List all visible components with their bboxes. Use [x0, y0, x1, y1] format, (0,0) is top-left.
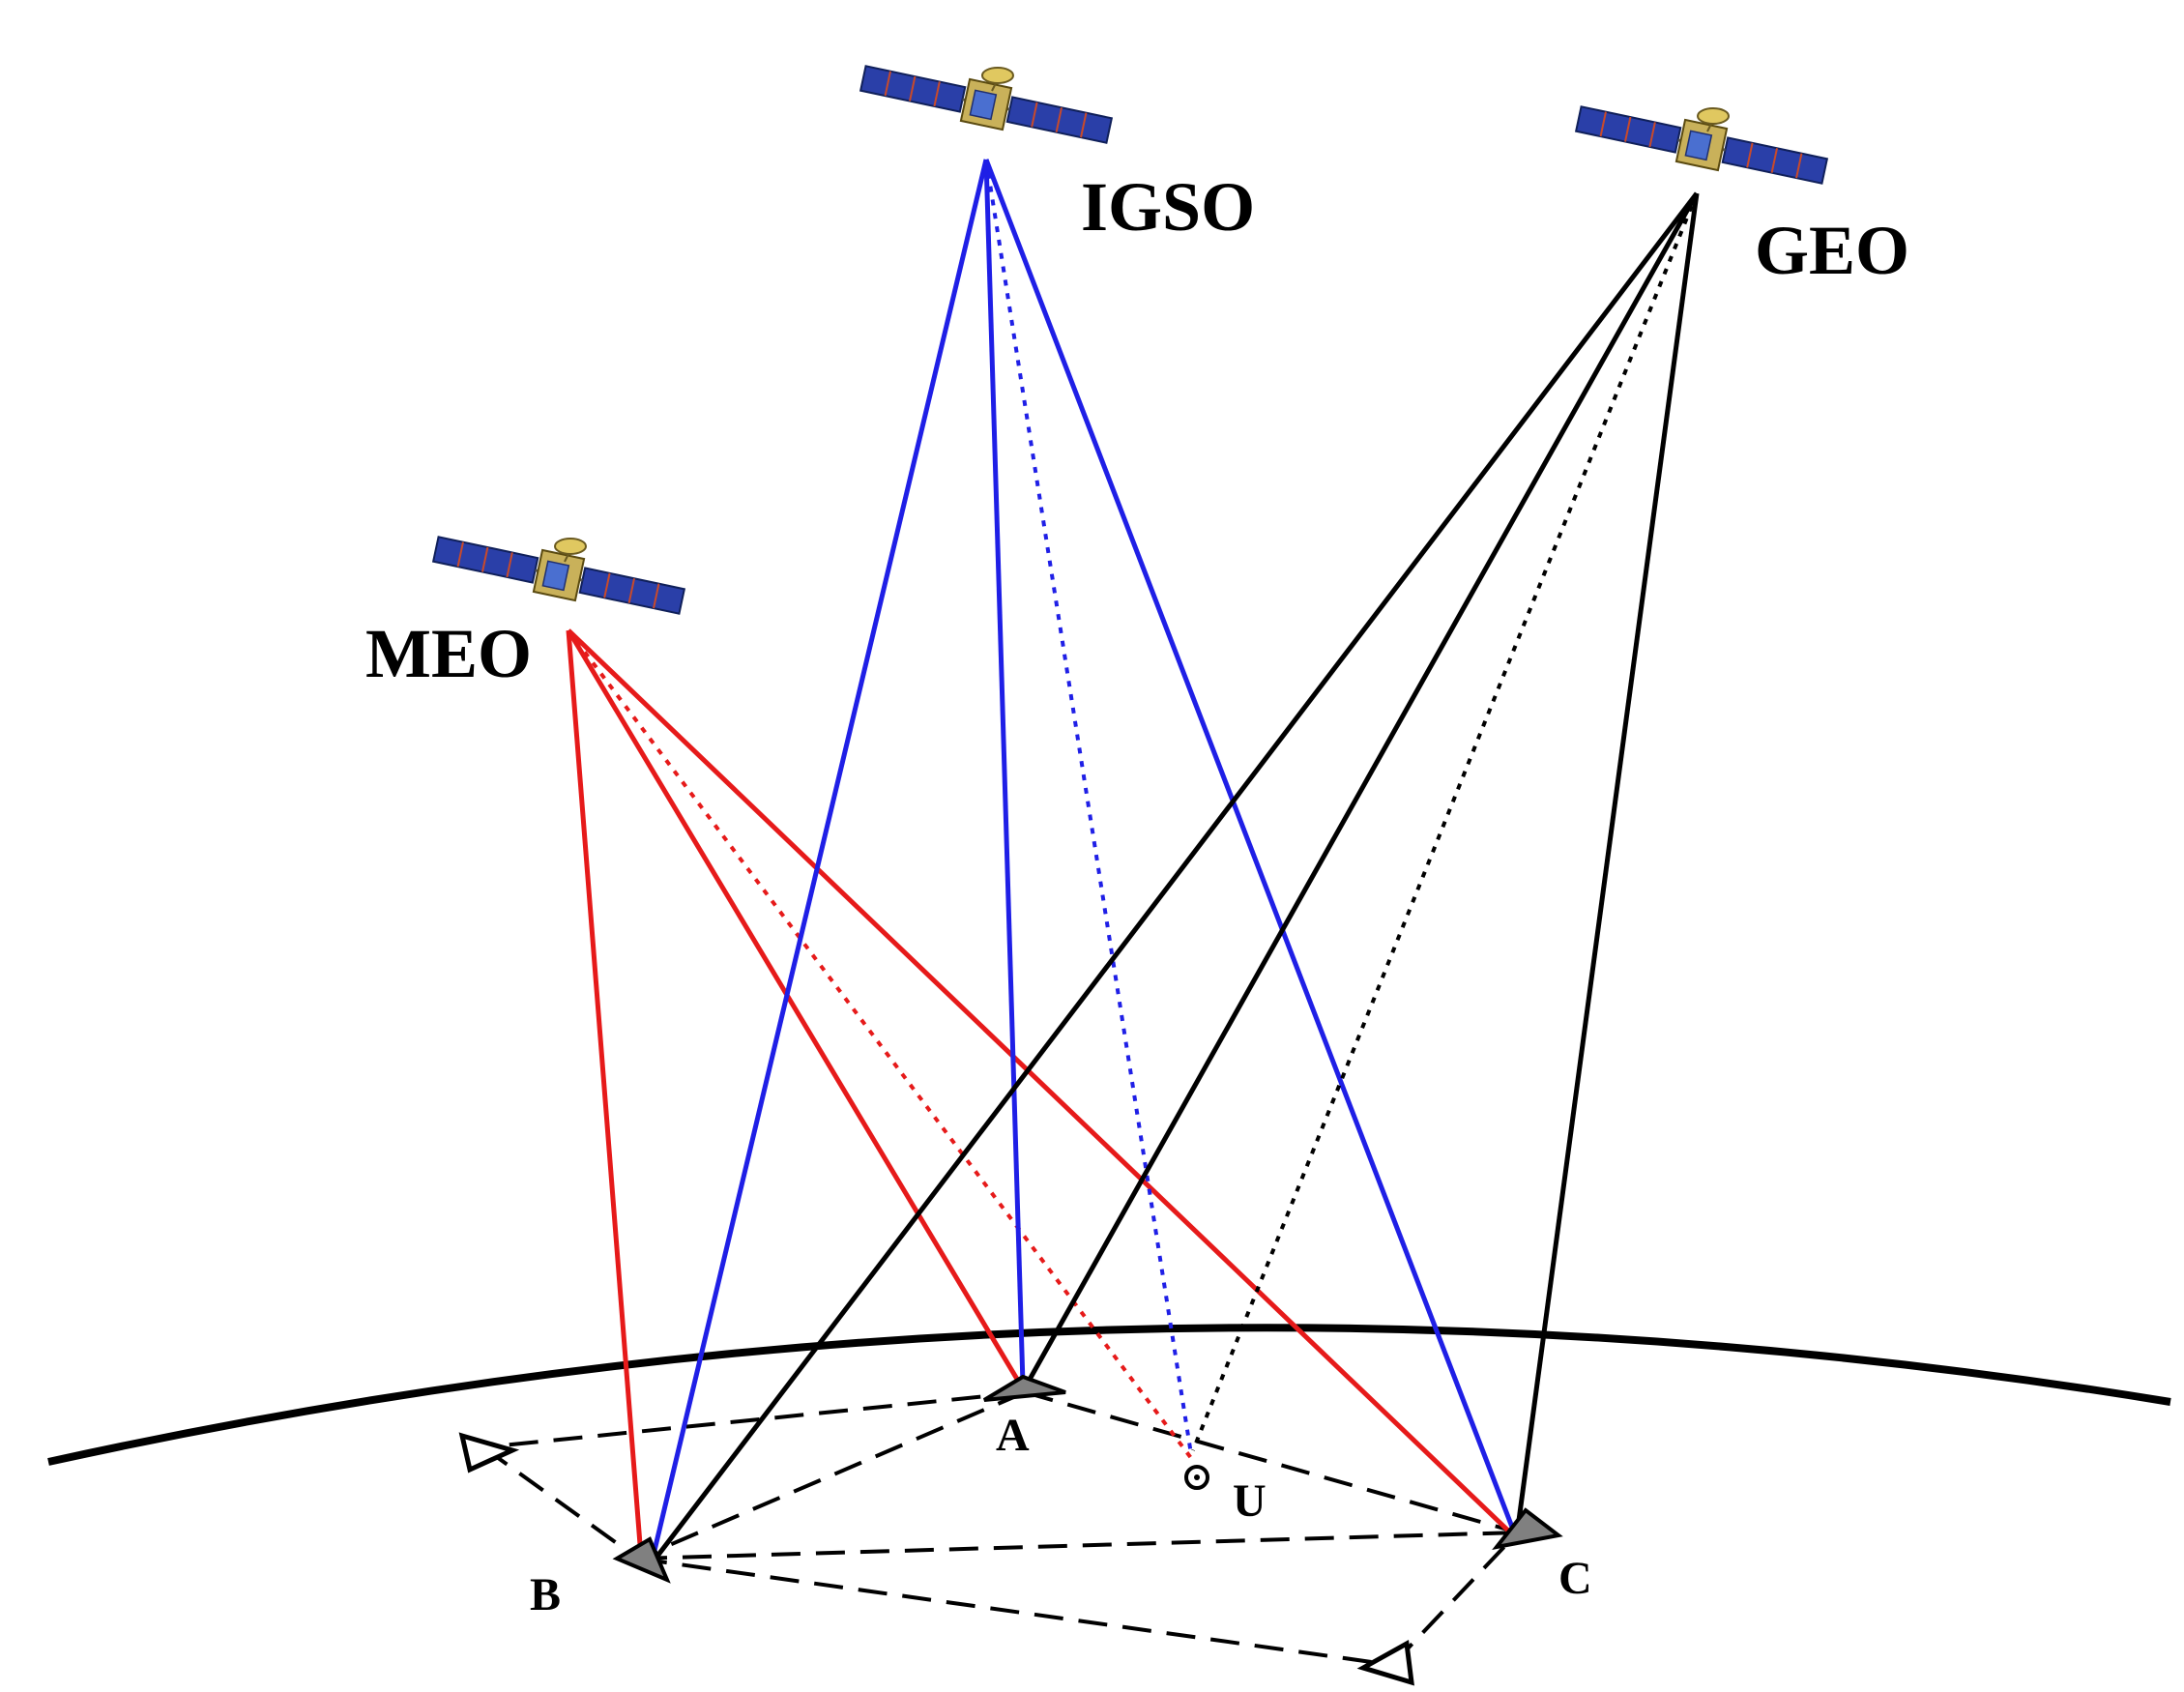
station-c-label: C [1558, 1553, 1592, 1604]
geo-to-a-line [1024, 191, 1700, 1386]
earth-horizon-curve [47, 1324, 2171, 1466]
geo-to-b-line [654, 191, 1699, 1561]
ground-station-icon [458, 1432, 520, 1473]
meo-satellite [431, 535, 686, 616]
igso-to-u-line [984, 159, 1193, 1455]
meo-to-b-line [566, 629, 644, 1558]
meo-to-c-line [567, 628, 1512, 1534]
geo-label: GEO [1755, 212, 1909, 289]
igso-to-b-line [650, 159, 989, 1560]
ground-station-icon [1356, 1640, 1414, 1686]
baseline-a-b [637, 1390, 1026, 1561]
auxiliary-station-bottom [1356, 1640, 1414, 1686]
baseline-bottom-c [1390, 1531, 1520, 1667]
ground-station-a [982, 1374, 1066, 1402]
station-u-label: U [1233, 1475, 1267, 1527]
baseline-a-left [482, 1390, 1026, 1449]
satellite-icon [431, 535, 686, 616]
igso-satellite [859, 64, 1114, 145]
meo-signals [566, 628, 1512, 1558]
igso-signals [650, 159, 1516, 1560]
meo-label: MEO [365, 615, 532, 692]
geo-to-u-line [1191, 192, 1699, 1451]
igso-label: IGSO [1081, 168, 1255, 246]
baselines [481, 1390, 1520, 1667]
satellite-icon [859, 64, 1114, 145]
geo-satellite [1574, 104, 1829, 186]
baseline-a-c [1024, 1390, 1519, 1534]
ground-station-c [1492, 1507, 1563, 1550]
igso-to-a-line [983, 159, 1026, 1386]
meo-to-u-line [567, 628, 1193, 1460]
auxiliary-station-left [458, 1432, 520, 1473]
station-b-label: B [530, 1569, 561, 1620]
user-receiver [1184, 1465, 1209, 1490]
satellite-icon [1574, 104, 1829, 186]
baseline-left-b [481, 1445, 640, 1561]
baseline-b-c [637, 1531, 1519, 1561]
ground-station-icon [612, 1536, 671, 1584]
igso-to-c-line [983, 159, 1516, 1531]
ground-station-b [612, 1536, 671, 1584]
geo-signals [654, 191, 1700, 1561]
baseline-b-bottom [637, 1557, 1393, 1667]
geo-to-c-line [1515, 192, 1700, 1529]
ground-station-icon [982, 1374, 1066, 1402]
station-a-label: A [996, 1410, 1030, 1461]
meo-to-a-line [566, 628, 1021, 1383]
ground-station-icon [1492, 1507, 1563, 1550]
